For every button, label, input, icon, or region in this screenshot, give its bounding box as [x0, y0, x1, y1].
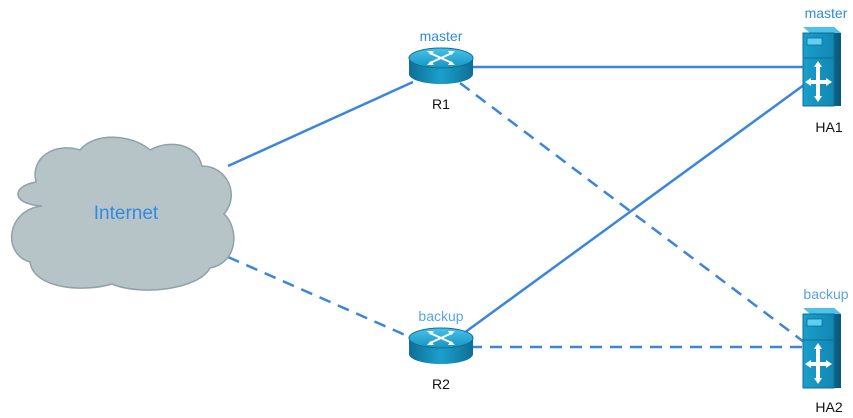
links — [227, 65, 809, 349]
cloud-icon — [10, 136, 235, 291]
router-icon — [408, 327, 474, 364]
link-internet-r1 — [227, 80, 414, 168]
router-r2-name-label: R2 — [432, 376, 450, 392]
link-internet-r2 — [227, 255, 413, 340]
router-r1-name-label: R1 — [432, 96, 450, 112]
server-ha2: backup HA2 — [802, 286, 849, 415]
server-ha2-name-label: HA2 — [815, 399, 842, 415]
server-ha1-role-label: master — [805, 5, 848, 21]
router-r2: backup R2 — [408, 308, 474, 392]
internet-label: Internet — [94, 203, 159, 224]
firewall-server-icon — [802, 308, 841, 389]
internet-cloud: Internet — [10, 136, 235, 291]
server-ha1-name-label: HA1 — [815, 119, 842, 135]
link-r2-ha1 — [463, 80, 809, 335]
firewall-server-icon — [802, 27, 841, 107]
router-r1: master R1 — [408, 28, 474, 112]
server-ha2-role-label: backup — [803, 286, 848, 302]
router-r2-role-label: backup — [418, 308, 463, 324]
router-icon — [408, 47, 474, 84]
router-r1-role-label: master — [420, 28, 463, 44]
server-ha1: master HA1 — [802, 5, 848, 135]
link-r1-ha2 — [459, 82, 809, 346]
